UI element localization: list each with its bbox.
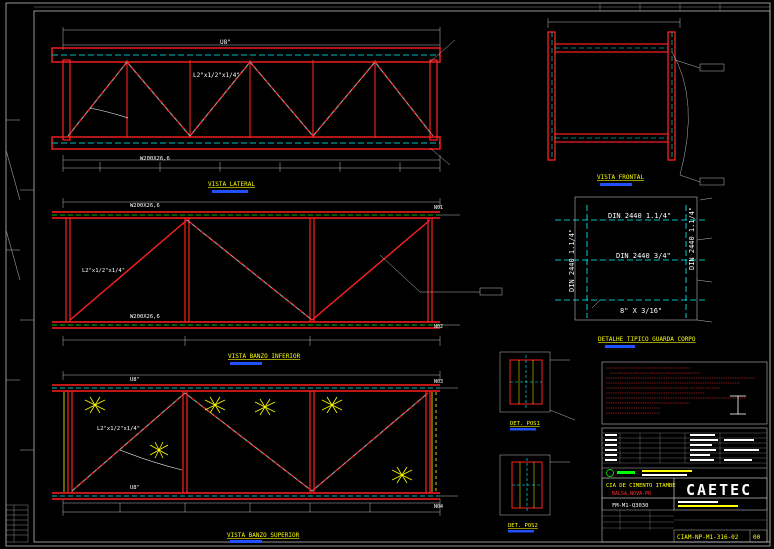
title-block: CIA DE CIMENTO ITAMBE BALSA NOVA-PR CAET…: [601, 427, 768, 543]
guarda-bottom-label: 8" X 3/16": [620, 307, 662, 315]
revision-number: 00: [753, 534, 761, 541]
x-cross-hatch-icon: [84, 396, 413, 484]
inferior-caption: VISTA BANZO INFERIOR: [228, 353, 301, 360]
det-pos2: DET. POS2: [499, 454, 570, 533]
itambe-logo: [606, 469, 614, 477]
inferior-diagonal-label: L2"x1/2"x1/4": [82, 268, 125, 274]
lateral-caption: VISTA LATERAL: [208, 181, 255, 188]
sheet-top-strip: [34, 3, 770, 11]
det-pos2-caption: DET. POS2: [508, 523, 538, 529]
vista-banzo-inferior: W200X26,6 L2"x1/2"x1/4" W200X26,6 N01 N0…: [52, 198, 503, 365]
inferior-top-member-label: W200X26,6: [130, 203, 160, 209]
lateral-top-member-label: U8": [220, 39, 231, 46]
guarda-left-label: DIN 2440 1.1/4": [568, 229, 576, 292]
superior-caption: VISTA BANZO SUPERIOR: [227, 532, 300, 539]
left-border-ticks: [5, 119, 34, 451]
guarda-caption: DETALHE TIPICO GUARDA CORPO: [598, 336, 696, 343]
notes-box: [601, 361, 768, 425]
lateral-diagonal-label: L2"x1/2"x1/4": [193, 72, 240, 79]
drawing-number: CIAM-NP-M1-316-02: [677, 534, 739, 541]
vista-frontal: VISTA FRONTAL: [547, 18, 725, 186]
superior-node-top: N03: [434, 379, 443, 385]
inferior-node-bottom: N02: [434, 324, 443, 330]
superior-node-bottom: N04: [434, 504, 443, 510]
superior-top-member-label: U8": [130, 377, 140, 383]
revision-table: [5, 504, 29, 543]
guarda-middle-label: DIN 2440 3/4": [616, 252, 671, 260]
inferior-node-top: N01: [434, 205, 443, 211]
guarda-right-label: DIN 2440 1.1/4": [688, 207, 696, 270]
guarda-top-label: DIN 2440 1.1/4": [608, 212, 671, 220]
project-code: FM-M1-Q3030: [612, 503, 648, 509]
detalhe-guarda-corpo: DIN 2440 1.1/4" DIN 2440 3/4" 8" X 3/16"…: [555, 196, 713, 348]
caetec-logo: CAETEC: [686, 481, 752, 499]
frontal-caption: VISTA FRONTAL: [597, 174, 644, 181]
vista-banzo-superior: U8" L2"x1/2"x1/4" U8" N03 N04 VISTA BANZ…: [52, 371, 458, 543]
superior-bottom-member-label: U8": [130, 485, 140, 491]
det-pos1-caption: DET. POS1: [510, 421, 540, 427]
superior-diagonal-label: L2"x1/2"x1/4": [97, 426, 140, 432]
vista-lateral: U8" L2"x1/2"x1/4" W200X26,6 VISTA LATERA…: [51, 27, 456, 193]
lateral-bottom-member-label: W200X26,6: [140, 156, 170, 162]
inferior-bottom-member-label: W200X26,6: [130, 314, 160, 320]
company-line1: CIA DE CIMENTO ITAMBE: [606, 483, 676, 489]
company-line2: BALSA NOVA-PR: [612, 491, 652, 497]
det-pos1: DET. POS1: [499, 351, 576, 431]
